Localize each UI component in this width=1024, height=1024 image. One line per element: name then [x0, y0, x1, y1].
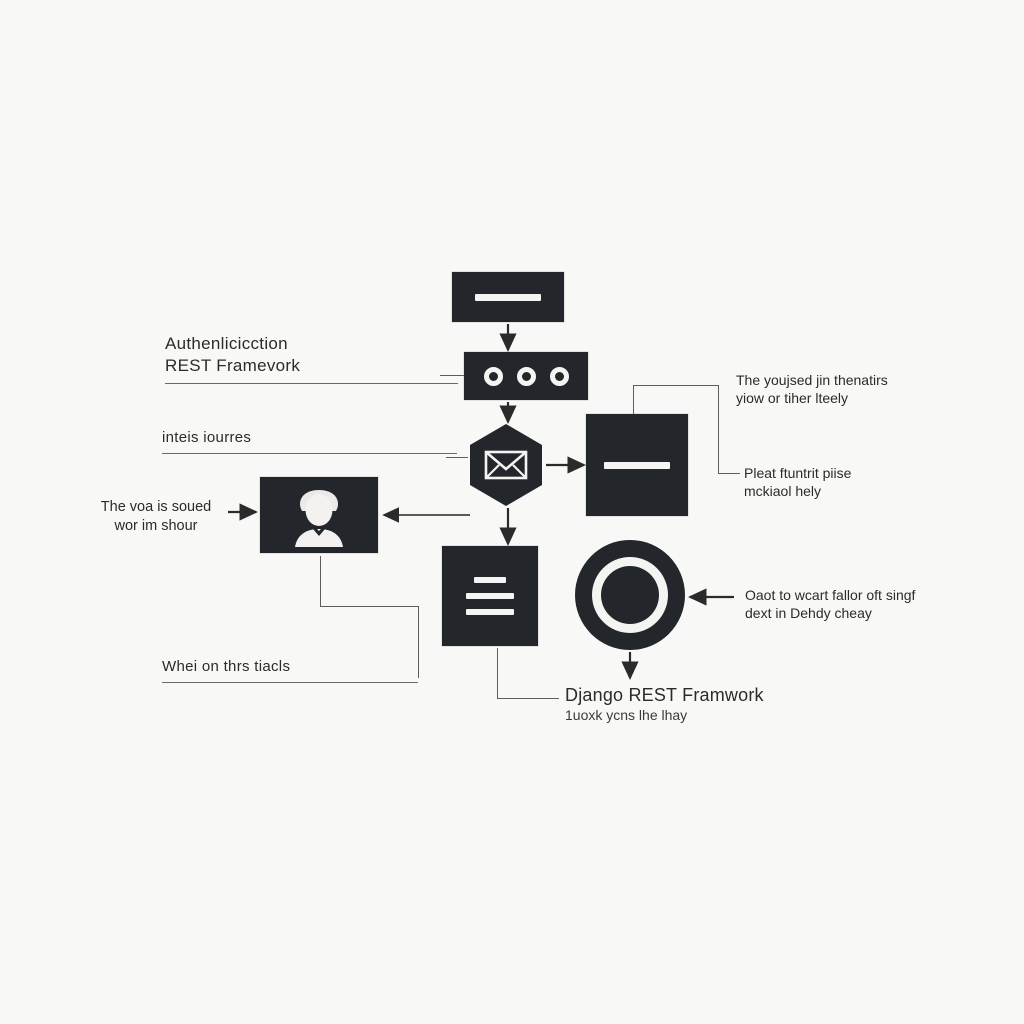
connector-user-run	[320, 606, 418, 607]
hexagon-shape	[470, 424, 542, 506]
label-line-1: Whei on thrs tiacls	[162, 658, 291, 675]
ring-glyph-3	[549, 366, 569, 386]
doc-line-2	[466, 593, 514, 599]
label-bottom-center-caption: Django REST Framwork 1uoxk ycns lhe lhay	[565, 684, 764, 725]
user-avatar-card-icon[interactable]	[260, 477, 378, 553]
connector-doc-to-caption	[497, 698, 559, 699]
label-right-middle-note: Pleat ftuntrit piise mckiaol hely	[744, 465, 851, 501]
label-line-1: Oaot to wcart fallor oft singf	[745, 587, 916, 603]
label-line-1: inteis iourres	[162, 429, 252, 446]
label-line-1: The voa is soued	[100, 499, 212, 515]
donut-gap-ring	[592, 557, 668, 633]
connector-panel-drop	[718, 385, 719, 473]
label-line-2: REST Framevork	[165, 355, 301, 375]
ring-glyph-2	[516, 366, 536, 386]
bar-glyph	[475, 293, 541, 301]
donut-core	[601, 566, 659, 624]
label-line-2: wor im shour	[114, 517, 198, 534]
document-lines-icon[interactable]	[442, 546, 538, 646]
rectangle-single-bar-icon[interactable]	[452, 272, 564, 322]
label-left-middle-note: The voa is soued wor im shour	[86, 498, 226, 535]
doc-line-3	[466, 609, 514, 615]
label-line-1: Django REST Framwork	[565, 685, 764, 705]
connector-panel-riser	[633, 385, 634, 424]
envelope-hexagon-icon[interactable]	[468, 423, 544, 507]
envelope-glyph	[484, 450, 528, 480]
label-line-2: 1uoxk ycns lhe lhay	[565, 707, 688, 724]
three-rings-icon[interactable]	[464, 352, 588, 400]
avatar-glyph	[295, 490, 343, 547]
label-line-1: The youjsed jin thenatirs	[736, 372, 888, 388]
label-line-1: Pleat ftuntrit piise	[744, 465, 852, 481]
donut-outer-ring	[575, 540, 685, 650]
connector-stub-rings	[440, 375, 464, 376]
connector-panel-to-note	[718, 473, 740, 474]
connector-user-drop	[320, 556, 321, 606]
label-right-top-note: The youjsed jin thenatirs yiow or tiher …	[736, 372, 888, 408]
label-line-2: yiow or tiher lteely	[736, 389, 849, 406]
label-line-1: Authenlicicction	[165, 334, 288, 353]
doc-line-1	[474, 577, 506, 583]
connector-panel-top	[633, 385, 719, 386]
concentric-circle-icon[interactable]	[575, 540, 685, 650]
label-right-bottom-note: Oaot to wcart fallor oft singf dext in D…	[745, 587, 915, 623]
connector-doc-drop	[497, 648, 498, 698]
ring-glyph-1	[483, 366, 503, 386]
label-line-2: mckiaol hely	[744, 482, 822, 499]
label-authentication: Authenlicicction REST Framevork	[165, 333, 459, 383]
label-bottom-left-note: Whei on thrs tiacls	[162, 657, 419, 684]
square-single-bar-icon[interactable]	[586, 414, 688, 516]
label-line-2: dext in Dehdy cheay	[745, 604, 872, 621]
bar-glyph	[604, 461, 670, 469]
label-internals: inteis iourres	[162, 428, 458, 455]
connector-stub-hex	[446, 457, 468, 458]
connector-user-to-note	[418, 606, 419, 678]
